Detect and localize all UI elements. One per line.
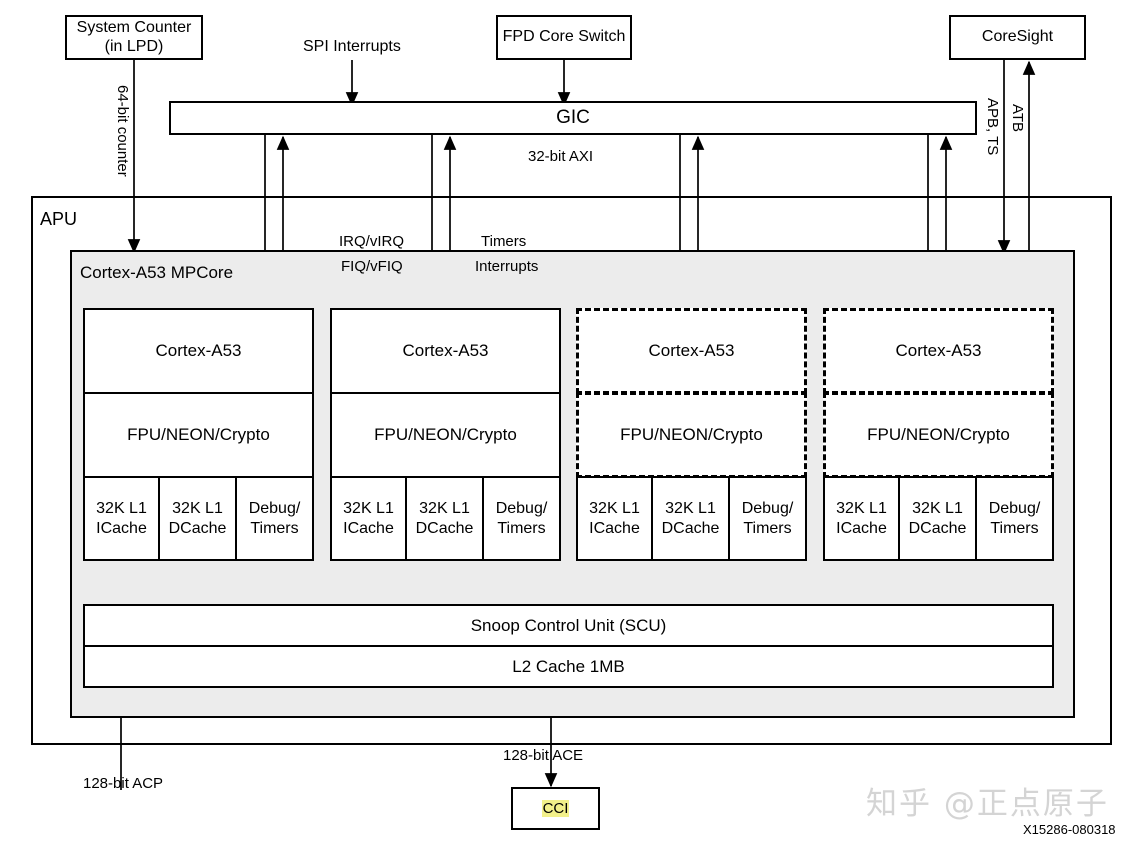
core-2-dcache-size: 32K L1 <box>665 500 716 518</box>
core-3[interactable]: Cortex-A53 FPU/NEON/Crypto 32K L1 ICache… <box>823 308 1054 561</box>
block-apu[interactable] <box>31 196 1112 745</box>
label-128bit-acp: 128-bit ACP <box>83 775 164 792</box>
l2-cache-label: L2 Cache 1MB <box>512 656 625 676</box>
core-3-dcache-name: DCache <box>908 519 967 537</box>
label-spi-interrupts: SPI Interrupts <box>303 38 401 55</box>
label-fiq-vfiq: FIQ/vFIQ <box>341 258 403 275</box>
figure-id: X15286-080318 <box>1023 822 1116 837</box>
core-0-dcache-size: 32K L1 <box>172 500 223 518</box>
label-interrupts: Interrupts <box>475 258 539 275</box>
core-0-icache-name: ICache <box>96 519 147 537</box>
core-3-debug-line1: Debug/ <box>988 500 1041 518</box>
block-gic[interactable]: GIC <box>169 101 977 135</box>
label-64bit-counter: 64-bit counter <box>114 85 131 177</box>
core-2[interactable]: Cortex-A53 FPU/NEON/Crypto 32K L1 ICache… <box>576 308 807 561</box>
core-0-debug-line2: Timers <box>250 519 299 537</box>
core-3-icache-size: 32K L1 <box>836 500 887 518</box>
core-3-cpu-cell[interactable]: Cortex-A53 <box>823 308 1054 394</box>
core-0-title: Cortex-A53 <box>155 341 242 361</box>
core-2-debug-timers[interactable]: Debug/ Timers <box>728 476 807 561</box>
gic-label: GIC <box>556 107 590 129</box>
core-3-icache-name: ICache <box>836 519 887 537</box>
block-l2-cache[interactable]: L2 Cache 1MB <box>83 645 1054 688</box>
core-3-debug-timers[interactable]: Debug/ Timers <box>975 476 1054 561</box>
core-2-fpu-label: FPU/NEON/Crypto <box>620 425 763 445</box>
core-1-dcache-size: 32K L1 <box>419 500 470 518</box>
core-1-dcache[interactable]: 32K L1 DCache <box>405 476 484 561</box>
fpd-core-switch-label: FPD Core Switch <box>502 28 626 46</box>
core-2-dcache-name: DCache <box>661 519 720 537</box>
core-1-fpu-cell[interactable]: FPU/NEON/Crypto <box>330 392 561 478</box>
core-1-icache-size: 32K L1 <box>343 500 394 518</box>
core-1-debug-line2: Timers <box>497 519 546 537</box>
cci-label: CCI <box>541 799 570 818</box>
core-3-dcache[interactable]: 32K L1 DCache <box>898 476 977 561</box>
core-0[interactable]: Cortex-A53 FPU/NEON/Crypto 32K L1 ICache… <box>83 308 314 561</box>
scu-label: Snoop Control Unit (SCU) <box>470 615 667 635</box>
label-irq-virq: IRQ/vIRQ <box>339 233 405 250</box>
core-0-fpu-label: FPU/NEON/Crypto <box>127 425 270 445</box>
mpcore-title: Cortex-A53 MPCore <box>80 263 234 282</box>
core-2-icache-size: 32K L1 <box>589 500 640 518</box>
core-1-fpu-label: FPU/NEON/Crypto <box>374 425 517 445</box>
block-scu[interactable]: Snoop Control Unit (SCU) <box>83 604 1054 647</box>
core-0-debug-line1: Debug/ <box>248 500 301 518</box>
core-1-icache-name: ICache <box>343 519 394 537</box>
block-fpd-core-switch[interactable]: FPD Core Switch <box>496 15 632 60</box>
coresight-label: CoreSight <box>981 28 1054 46</box>
watermark: 知乎 @正点原子 <box>866 786 1109 822</box>
core-0-cpu-cell[interactable]: Cortex-A53 <box>83 308 314 394</box>
core-2-cpu-cell[interactable]: Cortex-A53 <box>576 308 807 394</box>
core-3-icache[interactable]: 32K L1 ICache <box>823 476 900 561</box>
core-2-debug-line2: Timers <box>743 519 792 537</box>
core-1-debug-line1: Debug/ <box>495 500 548 518</box>
core-1-icache[interactable]: 32K L1 ICache <box>330 476 407 561</box>
core-0-icache[interactable]: 32K L1 ICache <box>83 476 160 561</box>
label-timers: Timers <box>481 233 527 250</box>
core-1-debug-timers[interactable]: Debug/ Timers <box>482 476 561 561</box>
core-3-debug-line2: Timers <box>990 519 1039 537</box>
core-0-dcache[interactable]: 32K L1 DCache <box>158 476 237 561</box>
core-2-fpu-cell[interactable]: FPU/NEON/Crypto <box>576 392 807 478</box>
system-counter-line2: (in LPD) <box>104 37 164 55</box>
core-2-icache-name: ICache <box>589 519 640 537</box>
label-apb-ts: APB, TS <box>984 98 1001 156</box>
label-128bit-ace: 128-bit ACE <box>503 747 584 764</box>
core-1-cpu-cell[interactable]: Cortex-A53 <box>330 308 561 394</box>
apu-title: APU <box>40 209 78 229</box>
core-0-dcache-name: DCache <box>168 519 227 537</box>
block-cci[interactable]: CCI <box>511 787 600 830</box>
core-0-debug-timers[interactable]: Debug/ Timers <box>235 476 314 561</box>
core-2-title: Cortex-A53 <box>648 341 735 361</box>
block-system-counter[interactable]: System Counter (in LPD) <box>65 15 203 60</box>
core-2-debug-line1: Debug/ <box>741 500 794 518</box>
core-2-icache[interactable]: 32K L1 ICache <box>576 476 653 561</box>
core-3-dcache-size: 32K L1 <box>912 500 963 518</box>
core-3-fpu-label: FPU/NEON/Crypto <box>867 425 1010 445</box>
label-atb: ATB <box>1009 104 1026 133</box>
core-0-icache-size: 32K L1 <box>96 500 147 518</box>
core-1[interactable]: Cortex-A53 FPU/NEON/Crypto 32K L1 ICache… <box>330 308 561 561</box>
core-3-fpu-cell[interactable]: FPU/NEON/Crypto <box>823 392 1054 478</box>
core-1-dcache-name: DCache <box>415 519 474 537</box>
core-1-title: Cortex-A53 <box>402 341 489 361</box>
core-2-dcache[interactable]: 32K L1 DCache <box>651 476 730 561</box>
block-coresight[interactable]: CoreSight <box>949 15 1086 60</box>
system-counter-line1: System Counter <box>76 19 192 37</box>
label-32bit-axi: 32-bit AXI <box>528 148 594 165</box>
core-0-fpu-cell[interactable]: FPU/NEON/Crypto <box>83 392 314 478</box>
core-3-title: Cortex-A53 <box>895 341 982 361</box>
